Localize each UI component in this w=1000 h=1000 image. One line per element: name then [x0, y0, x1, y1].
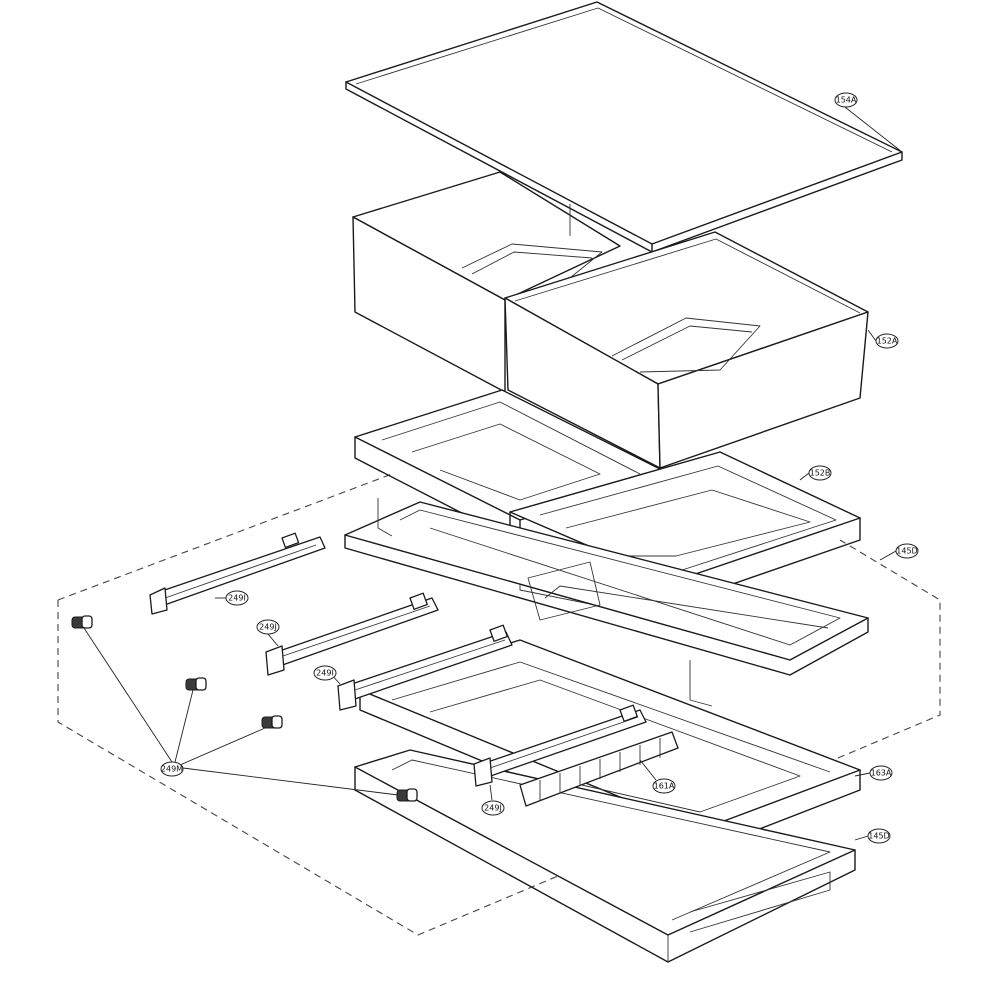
- drawer-cover: [519, 731, 679, 807]
- assembly-boundary-dashed: [57, 473, 941, 936]
- callout-label: 145D: [896, 547, 917, 556]
- callout-152a: 152A: [875, 333, 899, 349]
- callout-label: 161A: [654, 782, 675, 791]
- callout-161a: 161A: [652, 778, 676, 794]
- callout-249i-b: 249I: [313, 665, 337, 681]
- roller-parts: [71, 615, 418, 802]
- callout-label: 249I: [316, 669, 334, 678]
- frame-lower: [354, 749, 856, 963]
- callout-145d-lower: 145D: [867, 828, 891, 844]
- callout-145d-upper: 145D: [895, 543, 919, 559]
- callout-label: 152B: [810, 469, 831, 478]
- callout-label: 249J: [259, 623, 277, 632]
- callout-249j-b: 249J: [481, 800, 505, 816]
- frame-upper: [344, 498, 869, 707]
- crisper-pan-right: [504, 231, 869, 469]
- callout-label: 249M: [161, 765, 183, 774]
- callout-label: 154A: [836, 96, 857, 105]
- callout-label: 163A: [871, 769, 892, 778]
- callout-152b: 152B: [808, 465, 832, 481]
- callout-249i-a: 249I: [225, 590, 249, 606]
- callout-label: 249J: [484, 804, 502, 813]
- leader-lines: [83, 99, 903, 841]
- slide-rail-249i-a: [149, 532, 326, 615]
- callout-label: 152A: [877, 337, 898, 346]
- callout-154a: 154A: [834, 92, 858, 108]
- callout-label: 145D: [868, 832, 889, 841]
- callout-249m: 249M: [160, 761, 184, 777]
- crisper-pan-left: [352, 171, 621, 393]
- slide-rail-249j-a: [265, 592, 439, 676]
- callout-249j-a: 249J: [256, 619, 280, 635]
- callout-label: 249I: [228, 594, 246, 603]
- callout-163a: 163A: [869, 765, 893, 781]
- slide-rail-249j-b: [473, 704, 647, 787]
- slide-rail-249i-b: [337, 624, 513, 711]
